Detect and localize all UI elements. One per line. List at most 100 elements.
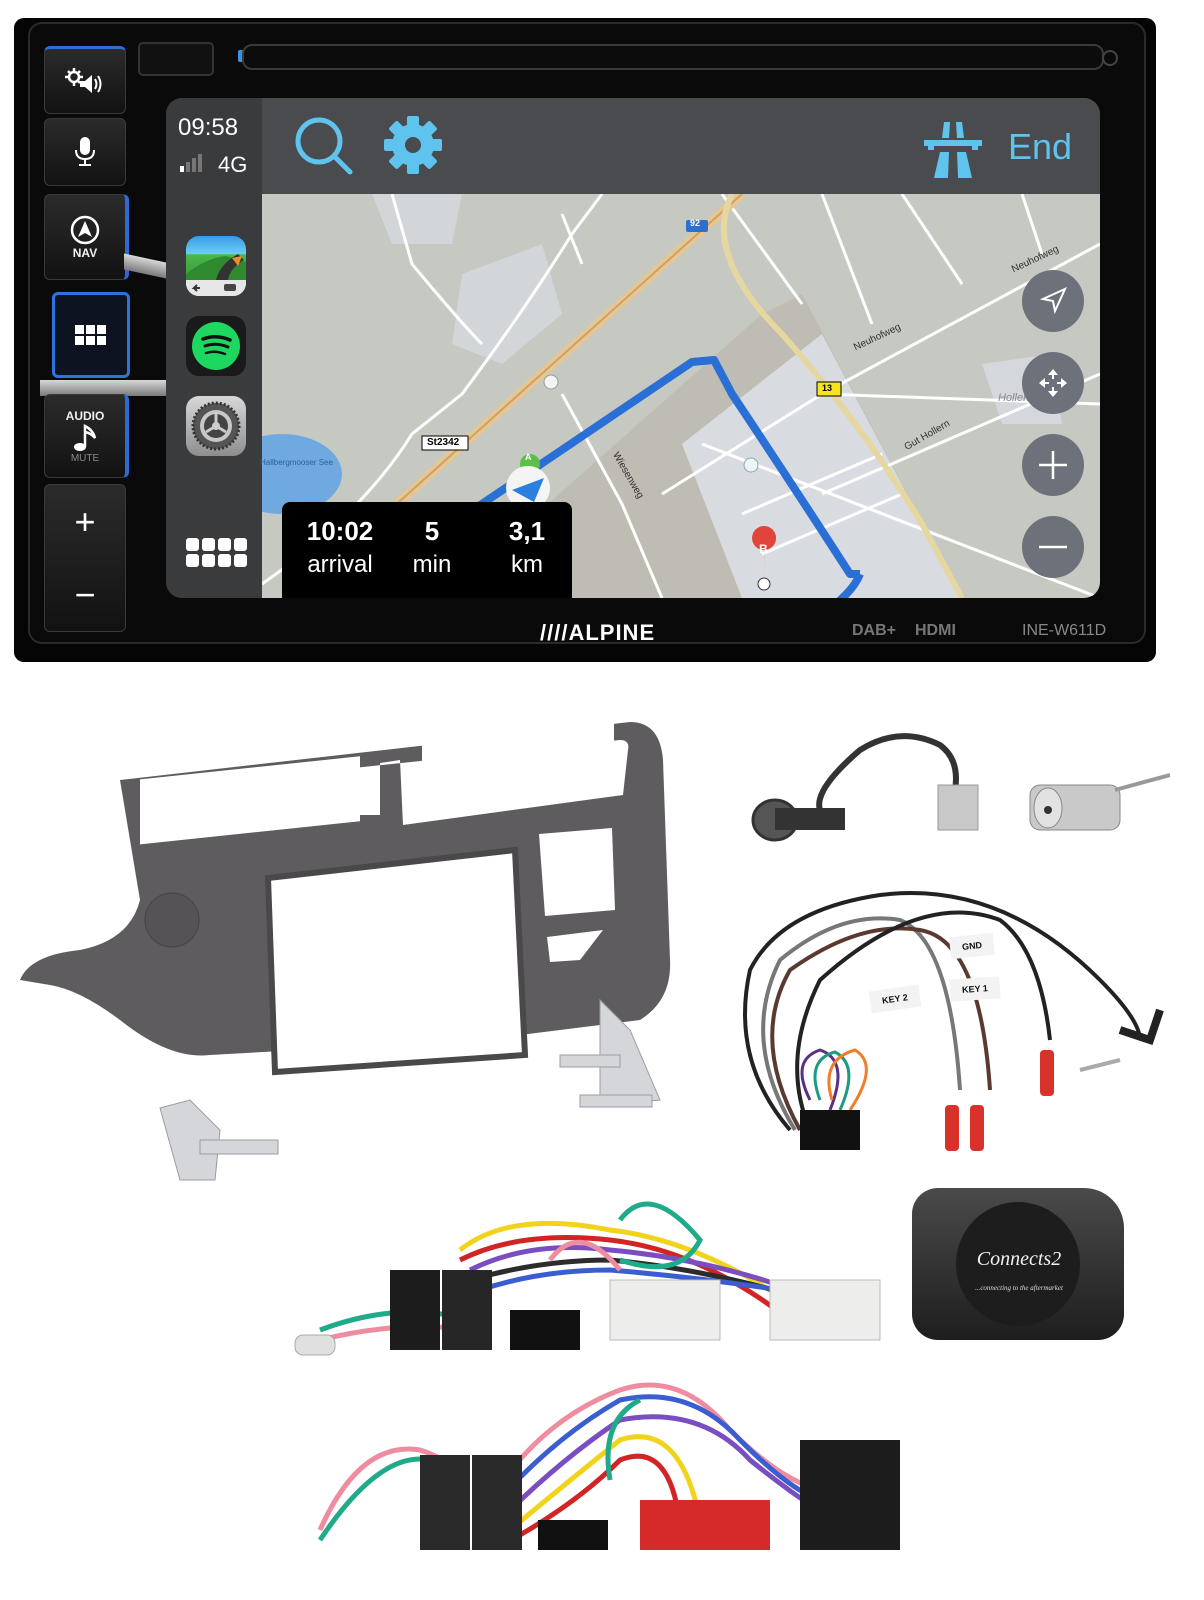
- spotify-icon: [192, 322, 240, 370]
- eta-duration: 5 min: [402, 516, 462, 579]
- nav-toolbar: End: [262, 98, 1100, 194]
- iso-connector: [472, 1455, 522, 1550]
- mounting-bracket: [559, 998, 661, 1108]
- logo-disc: [956, 1202, 1080, 1326]
- road-shield-92: [686, 220, 708, 232]
- recenter-button[interactable]: [1022, 270, 1084, 332]
- connects2-logo: Connects2: [976, 1248, 1062, 1270]
- map-area: [372, 194, 462, 244]
- arrival-time: 10:02: [306, 516, 374, 546]
- road-label-st2342: St2342: [427, 437, 460, 448]
- sound-settings-button[interactable]: [44, 46, 126, 114]
- volume-down-button[interactable]: −: [74, 573, 96, 615]
- zoom-in-button[interactable]: [1022, 434, 1084, 496]
- recenter-icon: [1039, 287, 1067, 315]
- settings-icon: [191, 401, 241, 451]
- antenna-adapters: [751, 733, 1170, 842]
- carplay-sidebar: 09:58 4G: [166, 98, 262, 598]
- nav-button[interactable]: NAV: [44, 194, 129, 280]
- voice-button[interactable]: [44, 118, 126, 186]
- quadlock-connector: [640, 1500, 770, 1550]
- sygic-app-button[interactable]: [186, 236, 246, 296]
- iso-harness-top: [294, 1201, 881, 1356]
- route-end-label[interactable]: End: [1008, 126, 1073, 167]
- mute-label: MUTE: [70, 452, 100, 464]
- connects2-tagline: ...connecting to the aftermarket: [975, 1284, 1063, 1292]
- eject-panel[interactable]: [138, 42, 214, 76]
- dab-badge: DAB+: [852, 622, 897, 639]
- highway-road: [720, 192, 965, 598]
- duration-value: 5: [424, 516, 440, 546]
- arrival-label: arrival: [307, 551, 373, 578]
- wire-label-gnd: GND: [948, 932, 996, 960]
- app-grid-icon: [75, 325, 106, 345]
- hdmi-badge: HDMI: [915, 622, 956, 639]
- iso-connector: [420, 1455, 470, 1550]
- zoom-out-icon: [1039, 545, 1067, 549]
- radio-connector: [510, 1310, 580, 1350]
- steering-interface-cable: [743, 891, 1164, 1151]
- distance-label: km: [511, 551, 543, 578]
- zoom-out-button[interactable]: [1022, 516, 1084, 578]
- iso-harness-bottom: [317, 1382, 900, 1550]
- radio-connector: [538, 1520, 608, 1550]
- signal-strength-icon: [180, 154, 202, 172]
- disc-slot: [242, 44, 1104, 70]
- destination-marker: [752, 526, 777, 578]
- mounting-bracket: [159, 1099, 279, 1181]
- map-area: [682, 334, 962, 598]
- gear-speaker-icon: [65, 68, 102, 93]
- search-icon[interactable]: [292, 114, 356, 178]
- nav-label: NAV: [72, 246, 98, 260]
- gear-icon[interactable]: [382, 114, 444, 176]
- reset-button[interactable]: [1102, 50, 1118, 66]
- key2-pin: [945, 1105, 959, 1151]
- navigation-arrow-icon: [70, 215, 100, 245]
- road-label-92: 92: [690, 218, 701, 228]
- carplay-screen: 09:58 4G: [166, 98, 1100, 598]
- spotify-app-button[interactable]: [186, 316, 246, 376]
- interface-connector: [800, 1110, 860, 1150]
- road-shield-st2342: [421, 435, 469, 451]
- duration-label: min: [412, 551, 452, 578]
- model-number: INE-W611D: [1022, 622, 1107, 639]
- music-note-icon: [74, 423, 97, 451]
- iso-connector: [390, 1270, 440, 1350]
- app-library-button[interactable]: [186, 538, 247, 567]
- microphone-icon: [75, 137, 95, 166]
- gnd-pin: [1040, 1050, 1054, 1096]
- fakra-antenna-plug: [937, 784, 979, 831]
- home-button[interactable]: [52, 292, 130, 378]
- lake-label: Hallbergmooser See: [260, 458, 333, 467]
- alpine-logo: ////ALPINE: [540, 620, 656, 645]
- pan-button[interactable]: [1022, 352, 1084, 414]
- settings-app-button[interactable]: [186, 396, 246, 456]
- wire-label-key1: KEY 1: [949, 976, 1001, 1002]
- motorway-icon: [924, 122, 982, 178]
- volume-rocker[interactable]: + −: [44, 484, 126, 632]
- radio-opening: [264, 846, 529, 1076]
- sygic-icon: [186, 254, 246, 296]
- road-label-13: 13: [822, 383, 833, 393]
- vehicle-connector: [769, 1279, 881, 1341]
- connects2-interface-box: Connects2 ...connecting to the aftermark…: [912, 1188, 1124, 1340]
- road-shield-13: [816, 381, 842, 397]
- start-marker-label: A: [525, 452, 532, 462]
- iso-connector: [442, 1270, 492, 1350]
- zoom-in-icon: [1039, 451, 1067, 479]
- distance-value: 3,1: [508, 516, 546, 546]
- vent-opening: [539, 828, 615, 916]
- eta-arrival: 10:02 arrival: [302, 516, 378, 579]
- eta-panel[interactable]: 10:02 arrival 5 min 3,1 km: [282, 502, 572, 598]
- volume-up-button[interactable]: +: [74, 500, 96, 542]
- pan-icon: [1039, 369, 1067, 397]
- vehicle-connector: [609, 1279, 721, 1341]
- network-type: 4G: [218, 152, 248, 177]
- status-time: 09:58: [178, 114, 239, 141]
- audio-label: AUDIO: [65, 408, 105, 423]
- eta-distance: 3,1 km: [492, 516, 562, 579]
- destination-marker-label: B: [759, 542, 768, 556]
- iso-connector: [800, 1440, 900, 1550]
- audio-button[interactable]: AUDIO MUTE: [44, 394, 129, 478]
- jack-plug: [1079, 1058, 1121, 1072]
